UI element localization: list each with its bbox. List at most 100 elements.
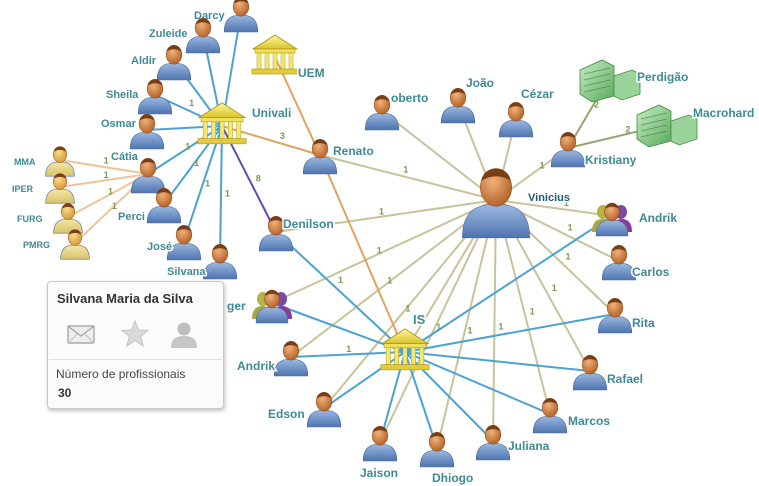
edge-vinicius-denilson — [275, 199, 497, 233]
edge-univali-osmar — [146, 125, 223, 131]
node-juliana[interactable]: Juliana — [475, 425, 551, 461]
node-jose[interactable]: José — [146, 225, 202, 261]
edge-weight-label: 1 — [498, 322, 503, 332]
node-label: PMRG — [23, 240, 50, 250]
profile-card: Silvana Maria da Silva Número de profiss… — [47, 281, 224, 409]
edge-weight-label: 2 — [625, 124, 630, 134]
node-label: Andrik — [237, 359, 275, 373]
edge-weight-label: 1 — [564, 198, 569, 208]
edge-vinicius-andrik_l — [290, 199, 497, 358]
edge-weight-label: 1 — [225, 189, 230, 199]
node-uem[interactable]: UEM — [251, 34, 326, 82]
node-osmar[interactable]: Osmar — [100, 114, 165, 150]
node-univali[interactable]: Univali — [197, 102, 293, 145]
node-roberto[interactable]: oberto — [364, 90, 430, 131]
edge-weight-label: 1 — [405, 303, 410, 313]
node-macrohard[interactable]: Macrohard — [636, 105, 756, 148]
node-denilson[interactable]: Denilson — [258, 216, 335, 252]
node-label: Osmar — [101, 118, 137, 130]
stat-value: 30 — [58, 386, 72, 400]
edge-weight-label: 1 — [552, 283, 557, 293]
node-label: Perdigão — [637, 70, 688, 84]
node-is[interactable]: IS — [380, 311, 430, 371]
edge-vinicius-dhiogo — [436, 199, 497, 449]
node-pmrg[interactable]: PMRG — [22, 229, 90, 260]
node-vinicius[interactable]: Vinicius — [462, 168, 571, 239]
node-label: Cézar — [521, 87, 554, 101]
node-label: MMA — [14, 157, 36, 167]
edge-vinicius-renato — [319, 154, 497, 201]
node-label: Macrohard — [693, 106, 754, 120]
edge-weight-label: 1 — [104, 170, 109, 180]
node-kristiany[interactable]: Kristiany — [550, 132, 638, 169]
star-icon[interactable] — [119, 318, 151, 355]
edge-weight-label: 1 — [112, 201, 117, 211]
node-rafael[interactable]: Rafael — [572, 355, 645, 391]
edge-vinicius-juliana — [492, 199, 497, 442]
node-label: Marcos — [568, 414, 610, 428]
node-sheila[interactable]: Sheila — [105, 79, 173, 115]
node-rita[interactable]: Rita — [597, 298, 656, 334]
node-label: Sheila — [106, 89, 139, 101]
edge-univali-silvana — [219, 125, 223, 261]
node-marcos[interactable]: Marcos — [532, 398, 612, 434]
node-label: Juliana — [508, 439, 550, 453]
edge-catia-mma — [59, 159, 149, 175]
edge-weight-label: 1 — [194, 158, 199, 168]
edge-weight-label: 3 — [280, 131, 285, 141]
node-label: Carlos — [632, 265, 670, 279]
mail-icon[interactable] — [65, 318, 97, 355]
node-catia[interactable]: Cátia — [110, 150, 166, 194]
edge-catia-iper — [59, 173, 149, 188]
node-cezar[interactable]: Cézar — [498, 86, 556, 138]
node-label: Rita — [632, 316, 655, 330]
edge-weight-label: 1 — [403, 164, 408, 174]
edge-is-rita — [404, 313, 616, 353]
node-perdigao[interactable]: Perdigão — [579, 59, 690, 103]
node-andrik_r[interactable]: Andrik — [592, 202, 679, 237]
edge-univali-catia — [147, 125, 223, 175]
node-label: IS — [413, 312, 426, 327]
node-dhiogo[interactable]: Dhiogo — [419, 432, 475, 486]
node-label: Cátia — [111, 151, 139, 163]
edge-renato-is — [319, 154, 406, 353]
edge-weight-label: 1 — [346, 344, 351, 354]
edge-vinicius-ger — [271, 199, 497, 304]
user-icon[interactable] — [168, 318, 200, 355]
edge-weight-label: 1 — [530, 307, 535, 317]
node-label: oberto — [391, 91, 428, 105]
edge-weight-label: 1 — [436, 322, 441, 332]
edge-weight-label: 1 — [568, 223, 573, 233]
node-furg[interactable]: FURG — [16, 203, 83, 234]
edge-weight-label: 1 — [205, 178, 210, 188]
node-iper[interactable]: IPER — [11, 173, 75, 204]
node-label: Edson — [268, 407, 305, 421]
node-label: João — [466, 76, 494, 90]
edge-weight-label: 1 — [540, 160, 545, 170]
node-silvana[interactable]: Silvana — [166, 244, 238, 280]
node-jaison[interactable]: Jaison — [359, 426, 400, 482]
node-renato[interactable]: Renato — [302, 139, 375, 175]
node-joao[interactable]: João — [440, 75, 496, 124]
edge-weight-label: 1 — [468, 325, 473, 335]
node-mma[interactable]: MMA — [13, 146, 75, 177]
node-label: Kristiany — [585, 153, 637, 167]
node-andrik_l[interactable]: Andrik — [236, 341, 309, 377]
profile-name: Silvana Maria da Silva — [57, 291, 193, 306]
card-divider — [49, 359, 222, 360]
node-aldir[interactable]: Aldir — [130, 45, 192, 81]
node-edson[interactable]: Edson — [267, 392, 342, 428]
edge-vinicius-roberto — [381, 110, 497, 201]
edge-weight-label: 1 — [338, 275, 343, 285]
edge-weight-label: 1 — [189, 98, 194, 108]
node-zuleide[interactable]: Zuleide — [148, 18, 221, 54]
node-ger[interactable]: ger — [226, 289, 292, 324]
node-carlos[interactable]: Carlos — [601, 245, 671, 281]
node-label: Dhiogo — [432, 471, 473, 485]
node-perci[interactable]: Perci — [117, 188, 182, 225]
edge-weight-label: 8 — [256, 173, 261, 183]
node-label: ger — [227, 299, 246, 313]
edge-vinicius-andrik_r — [495, 199, 613, 217]
edge-is-marcos — [404, 351, 551, 415]
